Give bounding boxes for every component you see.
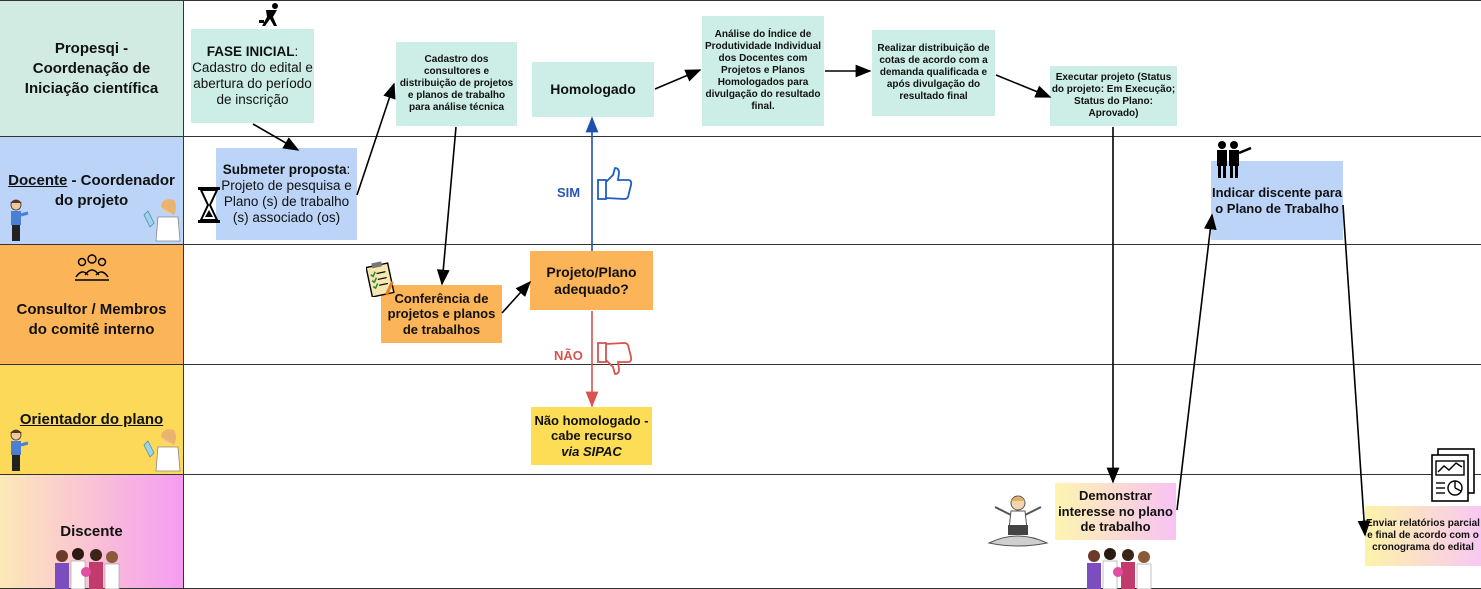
analise-box: Análise do Índice de Produtividade Indiv… <box>702 16 824 126</box>
worker-icon <box>259 3 278 26</box>
lane-label-consultor: Consultor / Membros do comitê interno <box>0 245 184 364</box>
arrow-conferencia-to-projeto <box>501 280 532 314</box>
homologado-box: Homologado <box>532 62 654 117</box>
arrow-demonstrar-to-indicar <box>1176 213 1217 511</box>
scientist-icon <box>10 429 181 472</box>
enviar-box: Enviar relatórios parcial e final de aco… <box>1365 506 1481 566</box>
checklist-icon <box>366 261 395 297</box>
report-chart-icon <box>1431 448 1475 502</box>
nao-label: NÃO <box>554 348 583 363</box>
lane-label-orientador: Orientador do plano <box>0 365 184 474</box>
arrow-homologado-to-analise <box>654 69 702 90</box>
sim-label: SIM <box>557 185 581 200</box>
lane-label-docente: Docente - Coordenador do projeto <box>0 137 184 244</box>
lane-orientador: Orientador do plano <box>0 364 1481 474</box>
scientist-icon <box>10 199 181 242</box>
conferencia-box: Conferência de projetos e planos de trab… <box>381 285 502 343</box>
arrow-submeter-to-cadastro <box>356 82 396 196</box>
arrow-fase-to-submeter <box>252 123 300 151</box>
businessmen-icon <box>1217 141 1252 178</box>
lane-consultor: Consultor / Membros do comitê interno <box>0 244 1481 364</box>
arrow-cadastro-to-conferencia <box>436 126 457 286</box>
people-group-icon <box>75 254 109 281</box>
meditating-person-icon <box>987 495 1049 547</box>
arrow-realizar-to-executar <box>995 74 1052 98</box>
lane-docente: Docente - Coordenador do projeto <box>0 136 1481 244</box>
fase-inicial-box: FASE INICIAL: Cadastro do edital e abert… <box>191 29 314 123</box>
submeter-box: Submeter proposta: Projeto de pesquisa e… <box>216 148 357 240</box>
students-icon <box>1087 548 1152 589</box>
thumbs-down-icon <box>597 342 633 375</box>
hourglass-icon <box>198 187 220 223</box>
executar-box: Executar projeto (Status do projeto: Em … <box>1050 66 1177 126</box>
lane-label-propesqi: Propesqi - Coordenação de Iniciação cien… <box>0 1 184 136</box>
arrow-indicar-to-enviar <box>1342 204 1371 537</box>
demonstrar-box: Demonstrar interesse no plano de trabalh… <box>1055 483 1176 540</box>
realizar-box: Realizar distribuição de cotas de acordo… <box>872 30 995 116</box>
thumbs-up-icon <box>597 167 633 200</box>
nao-homologado-box: Não homologado - cabe recurso via SIPAC <box>531 407 652 465</box>
projeto-plano-box: Projeto/Plano adequado? <box>530 251 653 310</box>
students-icon <box>55 548 120 589</box>
docente-name: Docente <box>8 171 68 189</box>
cadastro-box: Cadastro dos consultores e distribuição … <box>396 42 517 126</box>
